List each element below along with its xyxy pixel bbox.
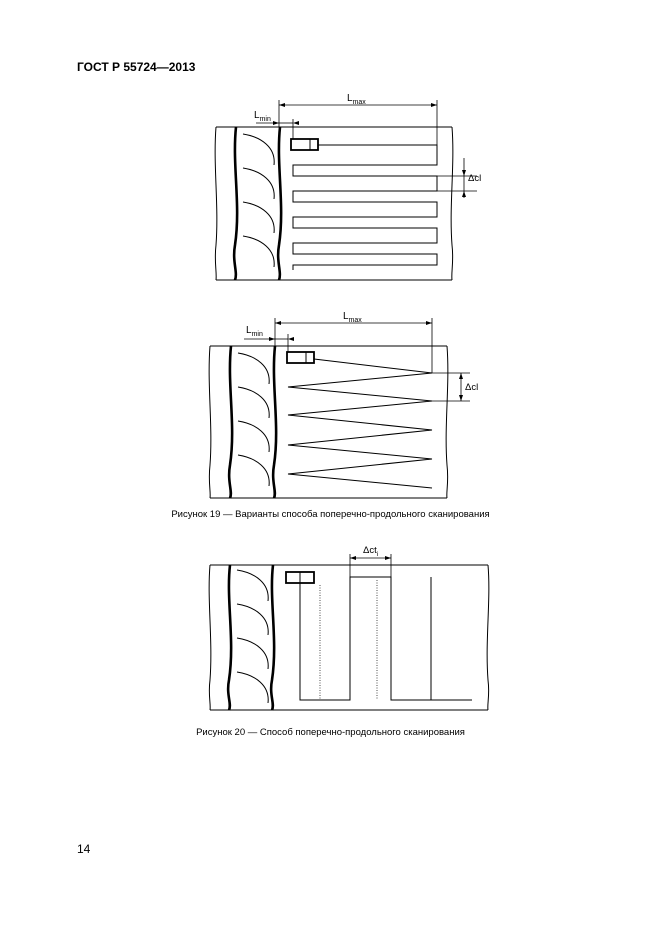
dct-label: Δcti: [363, 545, 378, 558]
lmax-dimension: [278, 100, 438, 145]
weld-fusion-line-right: [269, 564, 276, 711]
lmin-label: Lmin: [246, 325, 263, 338]
scan-path-shadow: [319, 580, 432, 700]
weld-ripples: [242, 133, 275, 268]
plate-right-edge: [450, 126, 454, 281]
plate-left-edge: [214, 126, 218, 281]
probe: [286, 351, 315, 364]
dct-dimension: [349, 554, 392, 577]
scan-path-meander: [299, 576, 432, 701]
dcl-label: Δcl: [465, 382, 478, 393]
lmax-label: Lmax: [343, 311, 362, 324]
weld-ripples: [236, 569, 269, 704]
lmin-label: Lmin: [254, 110, 271, 123]
scan-path-raster: [292, 144, 438, 270]
probe: [285, 571, 315, 584]
lmax-dimension: [274, 318, 433, 373]
dcl-label: Δcl: [468, 173, 481, 184]
scan-path-zigzag: [287, 358, 433, 489]
page-number: 14: [77, 842, 91, 856]
figure-20-caption: Рисунок 20 — Способ поперечно-продольног…: [196, 727, 465, 738]
document-header: ГОСТ Р 55724—2013: [77, 60, 196, 74]
weld-fusion-line-left: [232, 126, 239, 281]
weld-ripples: [237, 352, 270, 487]
weld-fusion-line-right: [271, 345, 278, 499]
figure-19-caption: Рисунок 19 — Варианты способа поперечно-…: [171, 509, 490, 520]
weld-fusion-line-right: [276, 126, 283, 281]
weld-fusion-line-left: [227, 345, 234, 499]
weld-fusion-line-left: [226, 564, 233, 711]
lmax-label: Lmax: [347, 93, 366, 106]
